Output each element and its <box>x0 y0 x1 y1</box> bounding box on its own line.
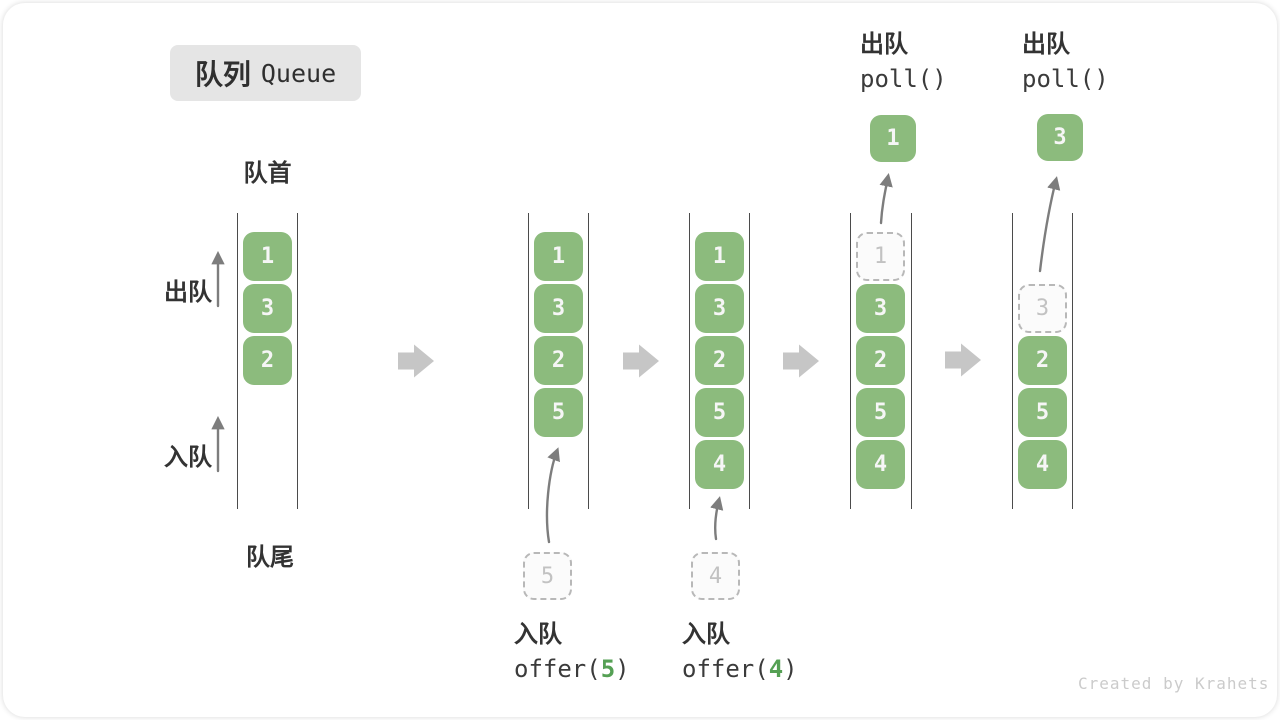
caption-poll-2: 出队 poll() <box>1022 27 1109 97</box>
queue-item: 2 <box>695 336 744 385</box>
caption-poll-1-label: 出队 <box>860 31 908 58</box>
queue-item-removed: 3 <box>1018 284 1067 333</box>
code-arg: 5 <box>600 655 616 683</box>
code-close: ) <box>783 655 798 683</box>
queue-item: 3 <box>534 284 583 333</box>
caption-enqueue-4-code: offer(4) <box>682 652 798 687</box>
queue-item: 5 <box>534 388 583 437</box>
caption-enqueue-4-label: 入队 <box>682 621 730 648</box>
label-queue-rear: 队尾 <box>246 544 294 571</box>
caption-poll-1-code: poll() <box>860 65 947 93</box>
watermark-credit: Created by Krahets <box>1078 674 1270 693</box>
polled-item-3: 3 <box>1037 114 1083 161</box>
title-zh: 队列 <box>194 59 251 90</box>
caption-poll-2-label: 出队 <box>1022 31 1070 58</box>
queue-item: 4 <box>695 440 744 489</box>
queue-item: 5 <box>695 388 744 437</box>
card-border <box>3 3 1277 717</box>
polled-item-1: 1 <box>870 115 916 162</box>
code-arg: 4 <box>768 655 784 683</box>
staged-item-5: 5 <box>523 552 572 600</box>
label-enqueue-side: 入队 <box>164 444 212 471</box>
queue-state-1: 1 3 2 <box>237 213 298 509</box>
flow-arrow-1-icon <box>398 344 434 378</box>
queue-item: 1 <box>695 232 744 281</box>
queue-item-removed: 1 <box>856 232 905 281</box>
queue-item: 5 <box>1018 388 1067 437</box>
queue-item: 1 <box>243 232 292 281</box>
queue-item: 3 <box>243 284 292 333</box>
queue-state-5: 3 2 5 4 <box>1012 213 1073 509</box>
code-fn: offer( <box>682 655 769 683</box>
title-en: Queue <box>260 58 337 88</box>
label-dequeue-side: 出队 <box>164 279 212 306</box>
caption-poll-1: 出队 poll() <box>860 27 947 97</box>
caption-enqueue-5: 入队 offer(5) <box>514 617 630 687</box>
queue-item: 3 <box>856 284 905 333</box>
caption-enqueue-5-code: offer(5) <box>514 652 630 687</box>
queue-state-3: 1 3 2 5 4 <box>689 213 750 509</box>
queue-item: 4 <box>1018 440 1067 489</box>
diagram-title: 队列 Queue <box>170 45 361 101</box>
label-queue-front: 队首 <box>243 160 292 187</box>
caption-enqueue-4: 入队 offer(4) <box>682 617 798 687</box>
queue-item: 4 <box>856 440 905 489</box>
code-close: ) <box>615 655 630 683</box>
queue-item: 1 <box>534 232 583 281</box>
queue-item: 2 <box>534 336 583 385</box>
queue-item: 3 <box>695 284 744 333</box>
caption-poll-2-code: poll() <box>1022 65 1109 93</box>
flow-arrow-3-icon <box>783 344 819 378</box>
code-fn: offer( <box>514 655 601 683</box>
flow-arrow-2-icon <box>623 344 659 378</box>
queue-item: 2 <box>243 336 292 385</box>
queue-item: 2 <box>856 336 905 385</box>
queue-state-4: 1 3 2 5 4 <box>850 213 912 509</box>
flow-arrow-4-icon <box>945 343 981 377</box>
queue-item: 5 <box>856 388 905 437</box>
caption-enqueue-5-label: 入队 <box>514 621 562 648</box>
queue-state-2: 1 3 2 5 <box>528 213 589 509</box>
queue-item: 2 <box>1018 336 1067 385</box>
staged-item-4: 4 <box>691 552 740 600</box>
